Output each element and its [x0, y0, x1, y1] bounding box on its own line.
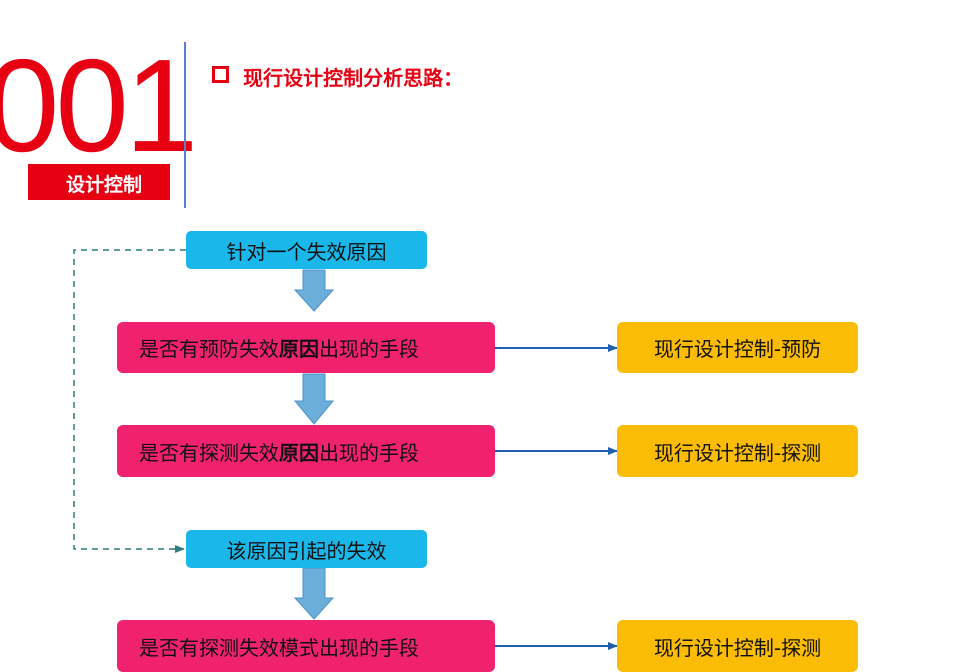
down-arrow-icon — [293, 269, 335, 312]
result-prevent-label: 现行设计控制-预防 — [653, 337, 822, 361]
section-number: 001 — [0, 32, 198, 179]
header: 现行设计控制分析思路： — [212, 62, 463, 92]
result-detect-1: 现行设计控制-探测 — [617, 425, 858, 477]
step-detect-cause: 是否有探测失效原因出现的手段 — [117, 425, 495, 477]
result-detect-2: 现行设计控制-探测 — [617, 620, 858, 672]
step-failure-from-cause: 该原因引起的失效 — [186, 530, 427, 568]
step-start-cause: 针对一个失效原因 — [186, 231, 427, 269]
result-detect-1-label: 现行设计控制-探测 — [653, 440, 822, 465]
step-failure-from-cause-label: 该原因引起的失效 — [226, 538, 387, 563]
result-prevent: 现行设计控制-预防 — [617, 322, 858, 373]
step-detect-cause-post: 出现的手段 — [319, 440, 419, 465]
step-prevent-cause-bold: 原因 — [279, 337, 319, 361]
section-badge-label: 设计控制 — [66, 174, 143, 196]
section-badge: 设计控制 — [28, 164, 170, 200]
page-title: 现行设计控制分析思路： — [243, 66, 464, 90]
down-arrow-icon — [293, 373, 335, 425]
result-detect-2-label: 现行设计控制-探测 — [653, 635, 822, 660]
step-prevent-cause-post: 出现的手段 — [319, 337, 419, 361]
step-detect-cause-pre: 是否有探测失效 — [139, 440, 279, 465]
step-detect-mode-label: 是否有探测失效模式出现的手段 — [139, 635, 419, 660]
step-detect-cause-bold: 原因 — [279, 440, 319, 465]
step-prevent-cause: 是否有预防失效原因出现的手段 — [117, 322, 495, 373]
square-bullet-icon — [212, 66, 229, 83]
step-start-cause-label: 针对一个失效原因 — [226, 239, 387, 264]
down-arrow-icon — [293, 567, 335, 620]
step-detect-mode: 是否有探测失效模式出现的手段 — [117, 620, 495, 672]
step-prevent-cause-pre: 是否有预防失效 — [139, 337, 279, 361]
dashed-link-line — [73, 249, 186, 553]
header-divider — [184, 42, 186, 208]
